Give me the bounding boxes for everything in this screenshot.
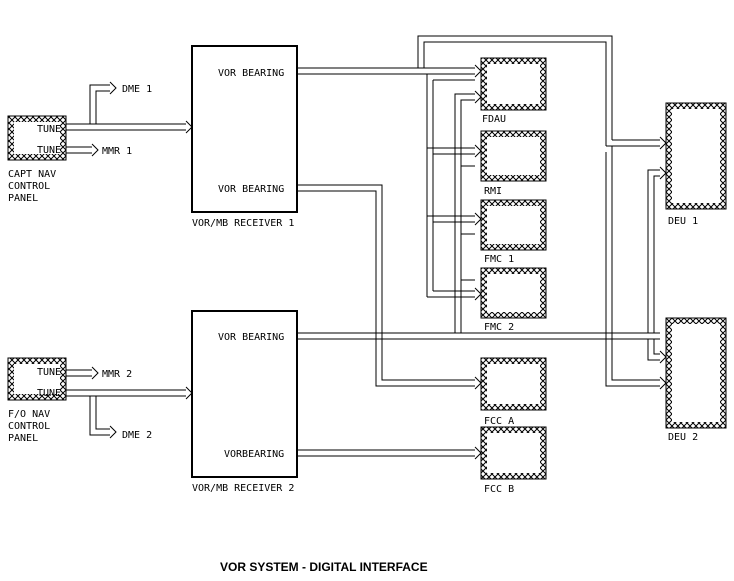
fdau-label: FDAU: [482, 114, 506, 125]
fmc-2-label: FMC 2: [484, 322, 514, 333]
rx2-name: VOR/MB RECEIVER 2: [192, 483, 294, 494]
rx2-top-bus: [297, 90, 667, 390]
rmi-label: RMI: [484, 186, 502, 197]
fo-tune-1-label: TUNE: [37, 367, 61, 378]
fmc-2-box: [480, 267, 547, 319]
dme-1-label: DME 1: [122, 84, 152, 95]
deu-2-box: [665, 317, 727, 429]
deu-2-label: DEU 2: [668, 432, 698, 443]
rx1-port-bottom: VOR BEARING: [218, 184, 284, 195]
fcc-b-box: [480, 426, 547, 480]
capt-panel-name-1: CAPT NAV: [8, 169, 56, 180]
fo-nav-control-panel: [7, 357, 67, 401]
rx2-bottom-bus: [297, 446, 482, 460]
rx2-port-bottom: VORBEARING: [224, 449, 284, 460]
rx2-port-top: VOR BEARING: [218, 332, 284, 343]
fmc-1-box: [480, 199, 547, 251]
fo-panel-name-3: PANEL: [8, 433, 38, 444]
fcc-a-label: FCC A: [484, 416, 514, 427]
fcc-a-box: [480, 357, 547, 411]
rx1-port-top: VOR BEARING: [218, 68, 284, 79]
rx1-bottom-bus: [297, 184, 482, 390]
rx1-top-bus: [297, 35, 667, 301]
vor-mb-receiver-1: [191, 45, 298, 213]
capt-panel-name-3: PANEL: [8, 193, 38, 204]
capt-panel-name-2: CONTROL: [8, 181, 50, 192]
diagram-title: VOR SYSTEM - DIGITAL INTERFACE: [220, 560, 428, 574]
rx1-name: VOR/MB RECEIVER 1: [192, 218, 294, 229]
fmc-1-label: FMC 1: [484, 254, 514, 265]
mmr-2-label: MMR 2: [102, 369, 132, 380]
fo-wiring: [66, 366, 193, 439]
mmr-1-label: MMR 1: [102, 146, 132, 157]
fo-tune-2-label: TUNE: [37, 388, 61, 399]
fdau-box: [480, 57, 547, 111]
capt-tune-2-label: TUNE: [37, 145, 61, 156]
capt-nav-control-panel: [7, 115, 67, 161]
deu-1-box: [665, 102, 727, 210]
fo-panel-name-2: CONTROL: [8, 421, 50, 432]
vor-mb-receiver-2: [191, 310, 298, 478]
rmi-box: [480, 130, 547, 182]
fo-panel-name-1: F/O NAV: [8, 409, 50, 420]
dme-2-label: DME 2: [122, 430, 152, 441]
deu-1-label: DEU 1: [668, 216, 698, 227]
capt-tune-1-label: TUNE: [37, 124, 61, 135]
capt-wiring: [66, 81, 193, 157]
fcc-b-label: FCC B: [484, 484, 514, 495]
